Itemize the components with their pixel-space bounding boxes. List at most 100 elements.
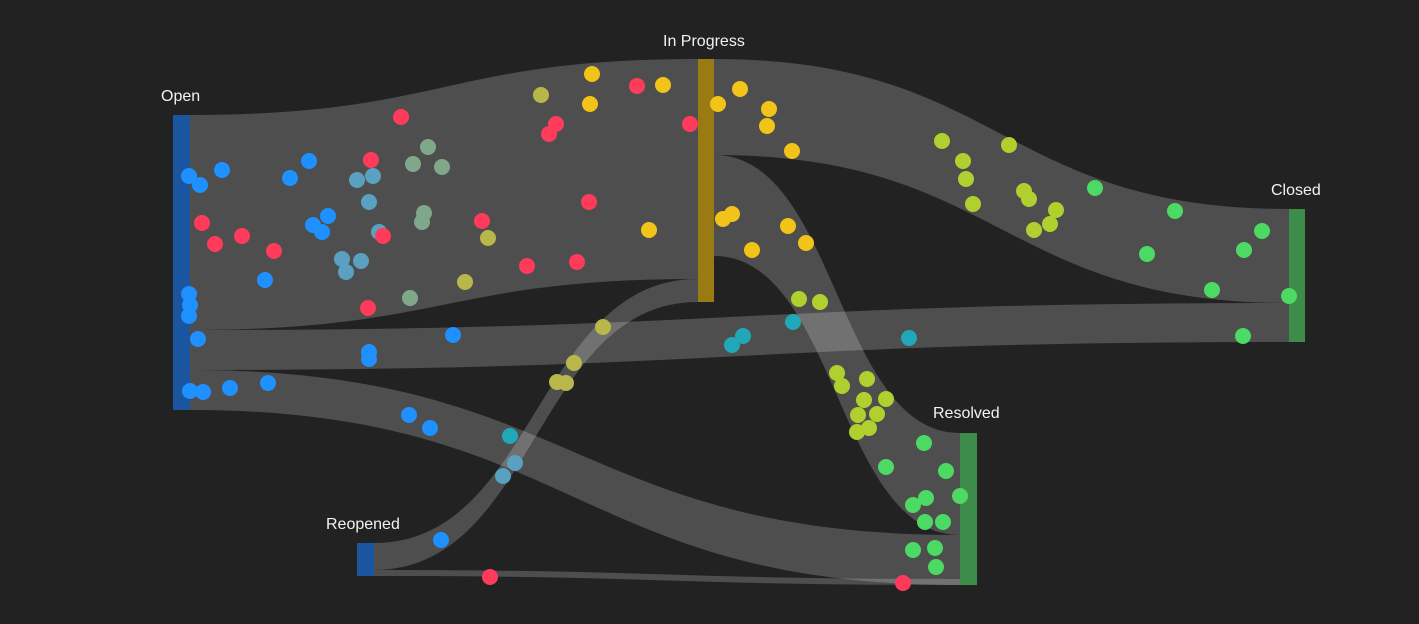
flow-particle xyxy=(260,375,276,391)
flow-particle xyxy=(856,392,872,408)
link-open-in-progress xyxy=(190,59,698,330)
flow-particle xyxy=(363,152,379,168)
flow-particle xyxy=(194,215,210,231)
flow-particle xyxy=(1087,180,1103,196)
flow-particle xyxy=(361,194,377,210)
flow-particle xyxy=(361,351,377,367)
flow-particle xyxy=(495,468,511,484)
flow-particle xyxy=(581,194,597,210)
flow-particle xyxy=(732,81,748,97)
flow-particle xyxy=(349,172,365,188)
flow-particle xyxy=(320,208,336,224)
flow-particle xyxy=(759,118,775,134)
flow-particle xyxy=(181,308,197,324)
flow-particle xyxy=(257,272,273,288)
flow-particle xyxy=(582,96,598,112)
flow-particle xyxy=(916,435,932,451)
flow-particle xyxy=(533,87,549,103)
flow-particle xyxy=(1139,246,1155,262)
flow-particle xyxy=(850,407,866,423)
flow-particle xyxy=(724,337,740,353)
flow-particle xyxy=(895,575,911,591)
flow-particle xyxy=(918,490,934,506)
flow-particle xyxy=(735,328,751,344)
link-in-progress-closed xyxy=(714,59,1289,303)
flow-particle xyxy=(334,251,350,267)
node-closed[interactable] xyxy=(1289,209,1305,342)
flow-particle xyxy=(182,383,198,399)
flow-particle xyxy=(360,300,376,316)
flow-particle xyxy=(190,331,206,347)
node-label-reopened: Reopened xyxy=(326,516,400,533)
flow-particle xyxy=(584,66,600,82)
flow-particle xyxy=(784,143,800,159)
flow-particle xyxy=(1204,282,1220,298)
flow-particle xyxy=(934,133,950,149)
flow-particle xyxy=(365,168,381,184)
flow-particle xyxy=(1167,203,1183,219)
flow-particle xyxy=(434,159,450,175)
flow-particle xyxy=(195,384,211,400)
flow-particle xyxy=(812,294,828,310)
node-reopened[interactable] xyxy=(357,543,374,576)
flow-particle xyxy=(629,78,645,94)
link-open-resolved xyxy=(190,370,960,585)
flow-particle xyxy=(566,355,582,371)
node-label-closed: Closed xyxy=(1271,182,1321,199)
flow-particle xyxy=(502,428,518,444)
flow-particle xyxy=(420,139,436,155)
link-reopened-resolved xyxy=(374,570,960,585)
flow-particle xyxy=(480,230,496,246)
flow-particle xyxy=(780,218,796,234)
flow-particle xyxy=(785,314,801,330)
flow-particle xyxy=(402,290,418,306)
flow-particle xyxy=(1042,216,1058,232)
flow-particle xyxy=(1281,288,1297,304)
flow-particle xyxy=(234,228,250,244)
node-resolved[interactable] xyxy=(960,433,977,585)
flow-particle xyxy=(761,101,777,117)
flow-particle xyxy=(905,542,921,558)
flow-particle xyxy=(901,330,917,346)
flow-particle xyxy=(393,109,409,125)
flow-particle xyxy=(869,406,885,422)
flow-particle xyxy=(401,407,417,423)
node-label-in-progress: In Progress xyxy=(663,33,745,50)
flow-particle xyxy=(878,459,894,475)
flow-particle xyxy=(1021,191,1037,207)
flow-particle xyxy=(917,514,933,530)
flow-particle xyxy=(457,274,473,290)
node-open[interactable] xyxy=(173,115,190,410)
flow-particle xyxy=(965,196,981,212)
flow-particle xyxy=(569,254,585,270)
flow-particle xyxy=(791,291,807,307)
flow-particle xyxy=(314,224,330,240)
flow-particle xyxy=(849,424,865,440)
flow-particle xyxy=(1254,223,1270,239)
flow-particle xyxy=(181,168,197,184)
flow-particle xyxy=(1026,222,1042,238)
flow-particle xyxy=(682,116,698,132)
node-in-progress[interactable] xyxy=(698,59,714,302)
flow-particle xyxy=(952,488,968,504)
flow-particle xyxy=(878,391,894,407)
flow-particle xyxy=(744,242,760,258)
sankey-links xyxy=(190,59,1289,585)
flow-particle xyxy=(416,205,432,221)
flow-particle xyxy=(834,378,850,394)
link-reopened-in-progress xyxy=(374,279,698,570)
flow-particle xyxy=(935,514,951,530)
flow-particle xyxy=(214,162,230,178)
flow-particle xyxy=(928,559,944,575)
link-in-progress-resolved xyxy=(714,155,960,535)
flow-particle xyxy=(905,497,921,513)
flow-particle xyxy=(266,243,282,259)
flow-particle xyxy=(558,375,574,391)
sankey-labels: Open In Progress Reopened Resolved Close… xyxy=(161,33,1321,533)
flow-particles xyxy=(181,66,1297,591)
flow-particle xyxy=(338,264,354,280)
flow-particle xyxy=(710,96,726,112)
flow-particle xyxy=(1048,202,1064,218)
flow-particle xyxy=(1235,328,1251,344)
flow-particle xyxy=(927,540,943,556)
